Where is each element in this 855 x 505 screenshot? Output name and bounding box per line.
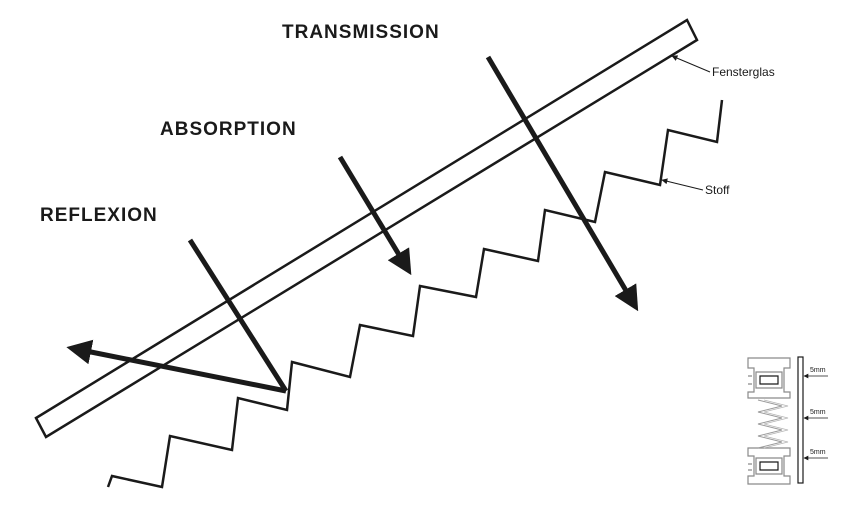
- mounting-profile-detail: 5mm 5mm 5mm: [747, 356, 828, 485]
- dim-label-bottom: 5mm: [810, 449, 826, 456]
- upper-profile-icon: [747, 357, 791, 399]
- glass-callout-leader: [671, 55, 711, 73]
- transmission-heading: TRANSMISSION: [282, 22, 440, 43]
- absorption-arrow: [337, 155, 412, 276]
- fabric-callout-label: Stoff: [705, 183, 730, 197]
- fabric-line: [106, 99, 724, 489]
- spring-coil: [757, 399, 783, 449]
- dim-label-top: 5mm: [810, 367, 826, 374]
- transmission-arrow: [485, 55, 639, 312]
- fabric-callout-leader: [661, 178, 704, 191]
- absorption-heading: ABSORPTION: [160, 119, 297, 140]
- detail-glass-pane: [797, 356, 804, 484]
- dim-label-mid: 5mm: [810, 409, 826, 416]
- lower-profile-icon: [747, 447, 791, 485]
- spring-coil-secondary: [763, 399, 789, 449]
- glass-callout-label: Fensterglas: [712, 65, 775, 79]
- reflexion-outgoing-arrow: [66, 339, 287, 394]
- reflexion-heading: REFLEXION: [40, 205, 158, 226]
- window-glass-pane: [34, 18, 699, 439]
- reflexion-incoming-ray: [187, 238, 289, 393]
